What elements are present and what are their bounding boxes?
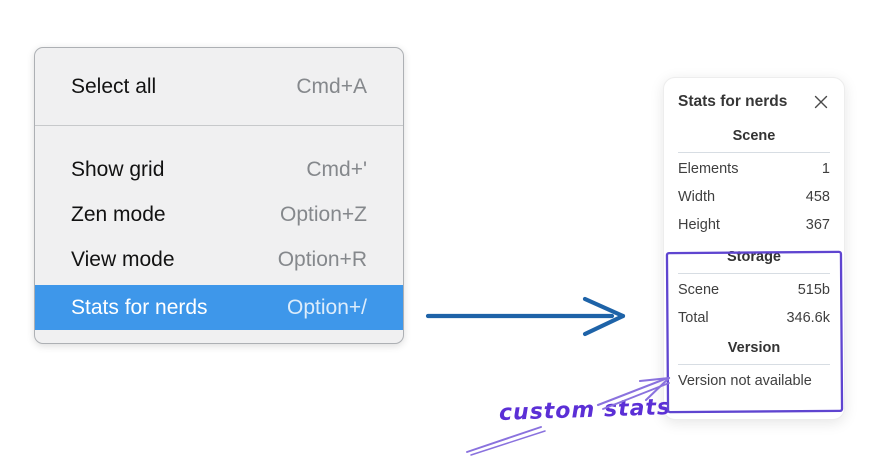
section-divider xyxy=(678,364,830,365)
stat-row-scene-storage: Scene 515b xyxy=(678,276,830,304)
stat-row-elements: Elements 1 xyxy=(678,155,830,183)
stat-label: Scene xyxy=(678,282,720,298)
menu-item-shortcut: Cmd+A xyxy=(296,74,367,98)
menu-divider xyxy=(35,125,403,126)
menu-item-view-mode[interactable]: View mode Option+R xyxy=(35,237,403,282)
menu-item-shortcut: Option+Z xyxy=(280,202,367,226)
context-menu: Select all Cmd+A Show grid Cmd+' Zen mod… xyxy=(34,47,404,344)
stat-row-total-storage: Total 346.6k xyxy=(678,304,830,332)
section-divider xyxy=(678,152,830,153)
section-heading-version: Version xyxy=(727,340,781,356)
stat-label: Width xyxy=(678,189,716,205)
menu-item-label: Show grid xyxy=(71,157,165,181)
menu-section-bottom: Show grid Cmd+' Zen mode Option+Z View m… xyxy=(35,126,403,343)
section-heading-storage: Storage xyxy=(727,249,781,265)
stat-value: 458 xyxy=(805,189,830,205)
menu-item-shortcut: Option+R xyxy=(277,247,367,271)
close-icon[interactable] xyxy=(812,93,830,111)
stat-label: Elements xyxy=(678,161,739,177)
section-divider xyxy=(678,273,830,274)
menu-item-label: Stats for nerds xyxy=(71,295,208,319)
menu-section-top: Select all Cmd+A xyxy=(35,48,403,125)
menu-item-show-grid[interactable]: Show grid Cmd+' xyxy=(35,147,403,192)
blue-arrow xyxy=(425,296,626,337)
stat-value: 1 xyxy=(821,161,830,177)
purple-arrow-lower xyxy=(466,426,546,456)
stat-value: 515b xyxy=(797,282,830,298)
stat-label: Height xyxy=(678,217,720,233)
stat-label: Total xyxy=(678,310,709,326)
stat-row-width: Width 458 xyxy=(678,183,830,211)
annotation-label-custom-stats: custom stats xyxy=(498,395,672,426)
menu-item-label: View mode xyxy=(71,247,175,271)
menu-item-label: Select all xyxy=(71,74,157,98)
menu-item-select-all[interactable]: Select all Cmd+A xyxy=(35,64,403,109)
stats-panel-header: Stats for nerds xyxy=(678,90,830,114)
section-heading-scene: Scene xyxy=(732,128,776,144)
stat-row-height: Height 367 xyxy=(678,211,830,239)
version-note: Version not available xyxy=(678,373,812,389)
menu-item-label: Zen mode xyxy=(71,202,166,226)
stat-value: 367 xyxy=(805,217,830,233)
stat-value: 346.6k xyxy=(786,310,830,326)
menu-item-shortcut: Option+/ xyxy=(287,295,367,319)
menu-item-stats-for-nerds[interactable]: Stats for nerds Option+/ xyxy=(35,285,403,330)
stats-panel: Stats for nerds Scene Elements 1 Width 4… xyxy=(663,77,845,420)
menu-item-zen-mode[interactable]: Zen mode Option+Z xyxy=(35,192,403,237)
stats-panel-title: Stats for nerds xyxy=(678,93,788,110)
menu-item-shortcut: Cmd+' xyxy=(306,157,367,181)
